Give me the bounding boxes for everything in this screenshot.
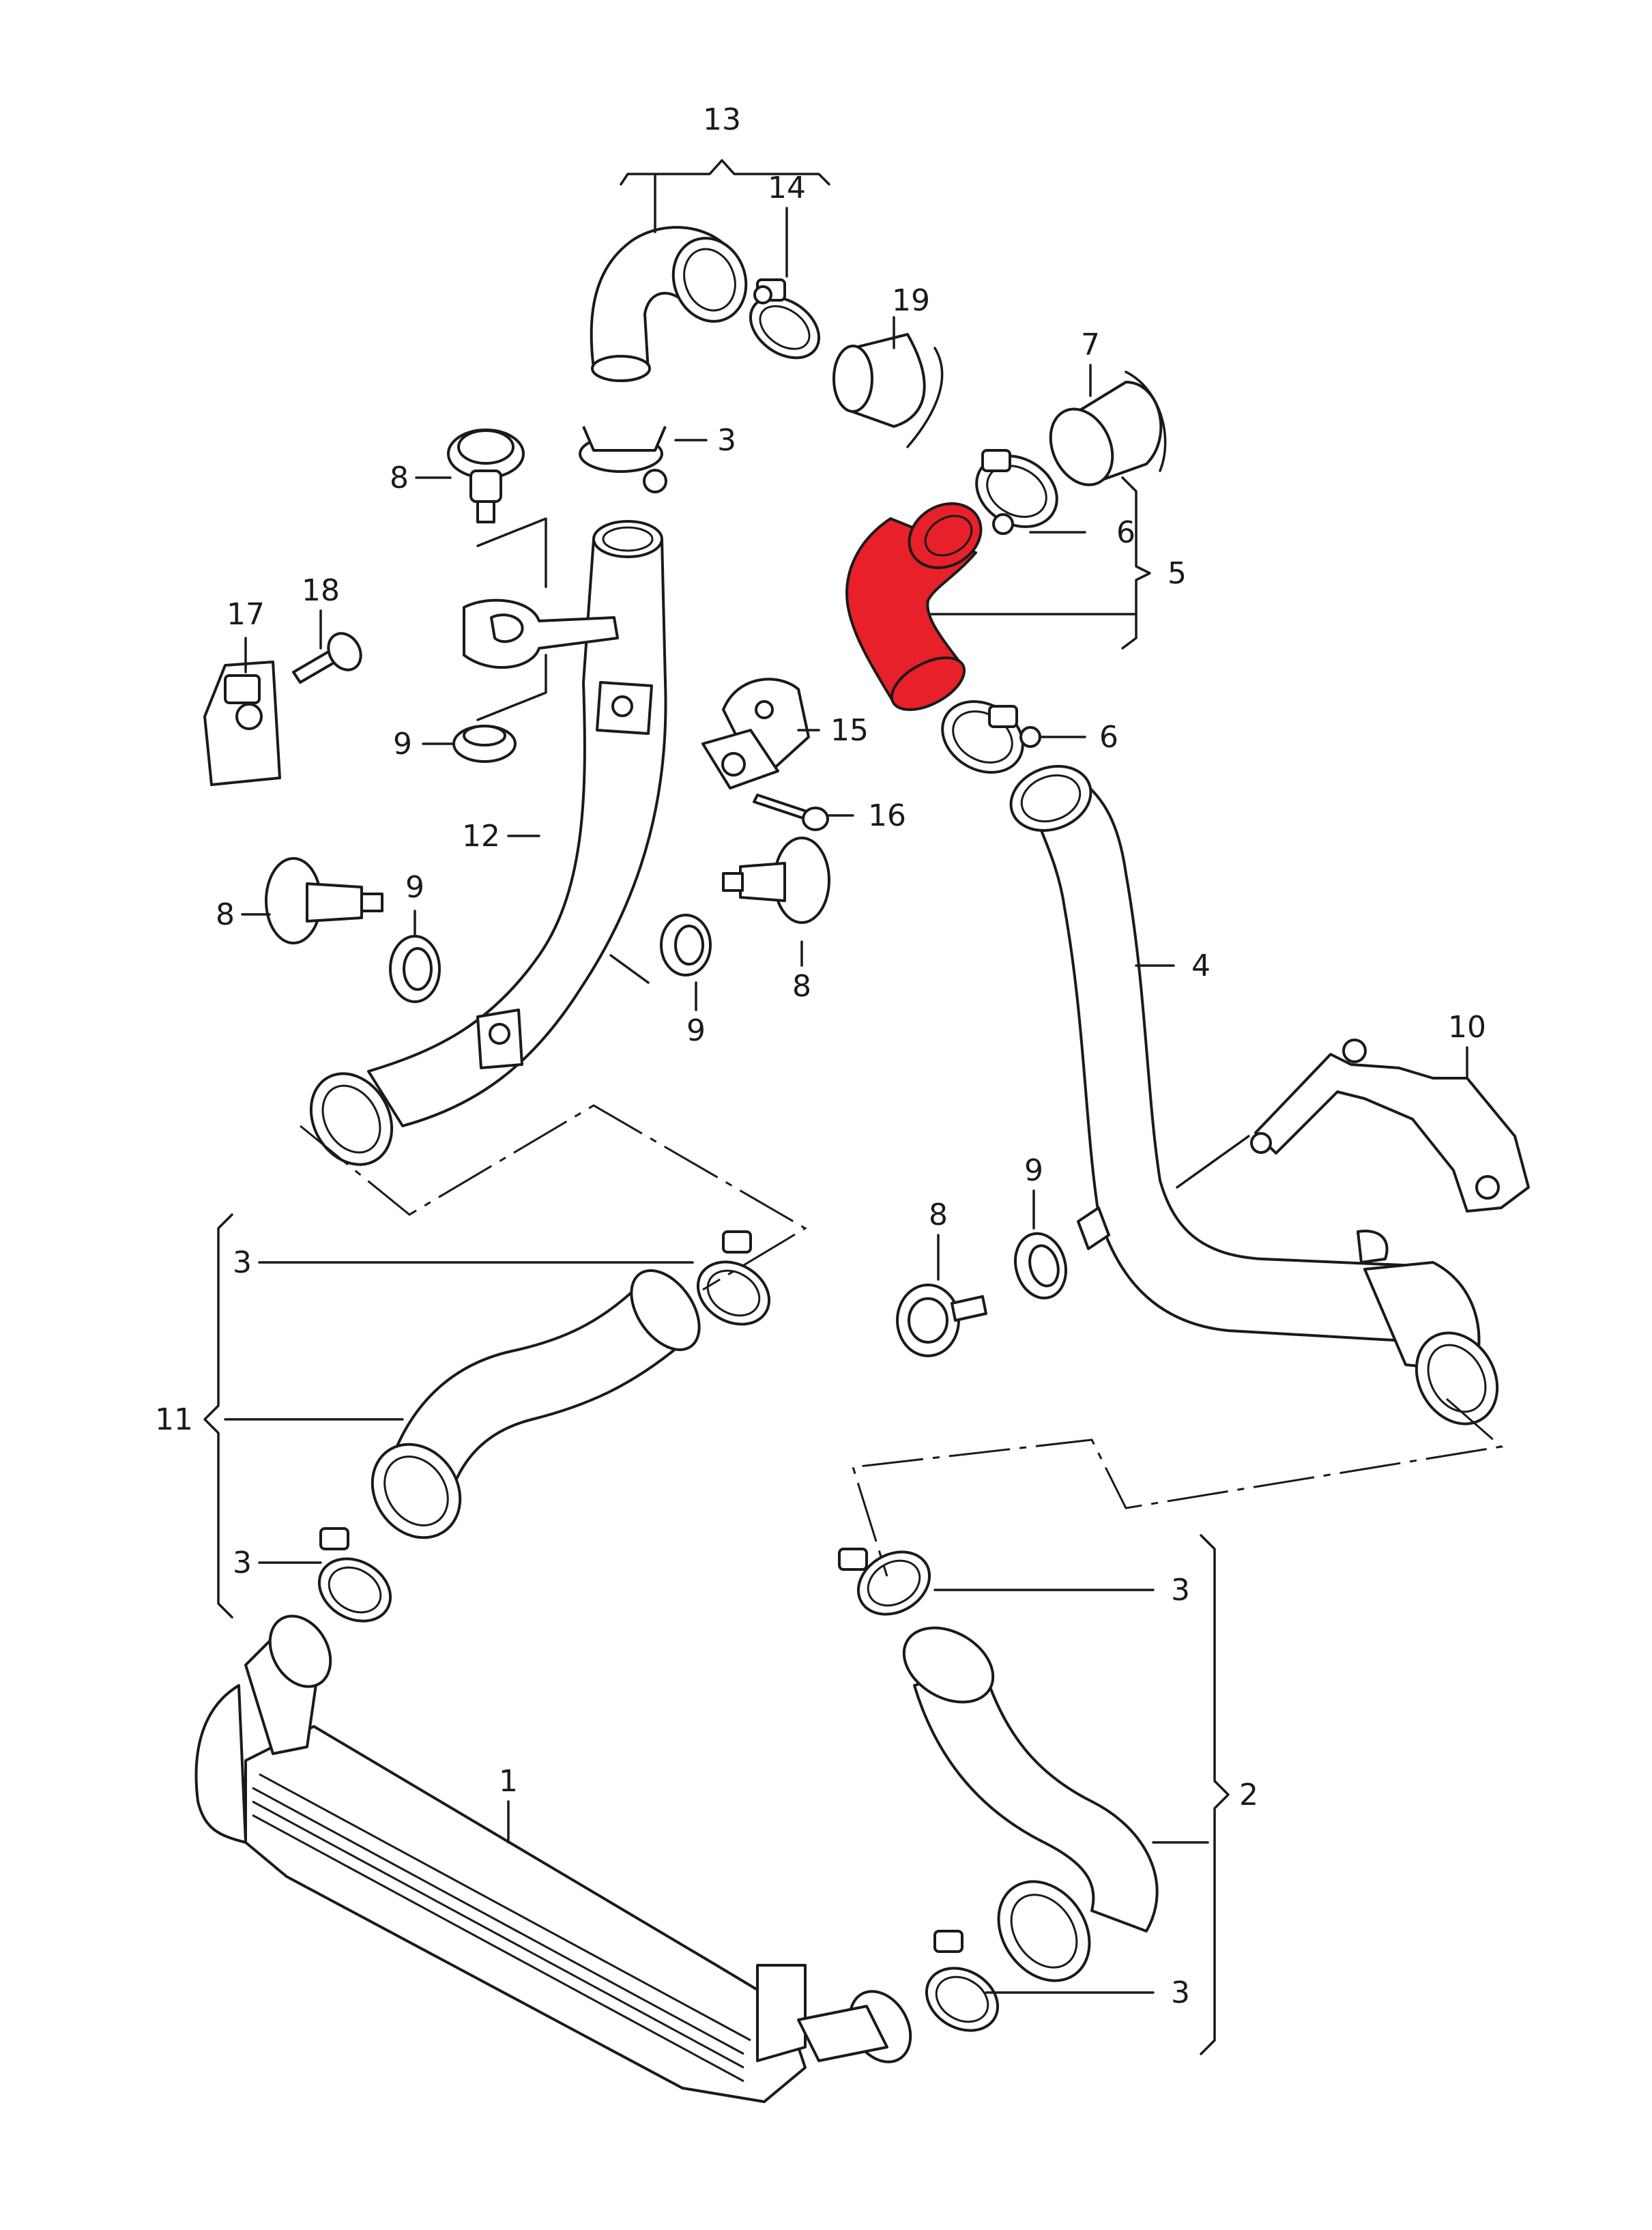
part-13-elbow-hose [590, 226, 748, 382]
callout-16: 16 [868, 798, 906, 833]
connection-guides [300, 1104, 1504, 1577]
part-2-hose [902, 1626, 1159, 1982]
callout-9-mid: 9 [686, 1013, 706, 1048]
callout-2: 2 [1239, 1778, 1258, 1812]
callout-6-lower: 6 [1099, 720, 1118, 755]
part-18-bolt [292, 632, 362, 684]
part-12-charge-air-pipe [309, 520, 667, 1166]
callout-1: 1 [499, 1764, 518, 1799]
callout-4: 4 [1191, 949, 1211, 983]
callout-3-left-top: 3 [233, 1245, 252, 1280]
callout-5: 5 [1168, 556, 1187, 591]
callout-14: 14 [768, 171, 806, 205]
part-16-bolt [753, 794, 829, 831]
callout-8-left: 8 [216, 897, 235, 932]
callout-labels: 13 14 19 3 8 17 18 9 15 16 12 8 9 9 8 7 … [155, 102, 1486, 2010]
part-17-bracket [203, 661, 281, 786]
callout-8-top: 8 [390, 461, 409, 495]
part-3-clamp-upper [579, 426, 667, 493]
callout-3-right-bottom: 3 [1171, 1975, 1190, 2010]
callout-6-upper: 6 [1116, 515, 1135, 550]
part-1-intercooler [194, 1614, 912, 2103]
part-11-hose [371, 1269, 701, 1539]
callout-9-right: 9 [1024, 1153, 1043, 1188]
part-9-grommet-a [452, 725, 517, 763]
callout-15: 15 [830, 713, 869, 748]
callout-9-upper: 9 [393, 727, 412, 762]
part-3-clamp-c [317, 1527, 392, 1623]
callout-7: 7 [1081, 328, 1100, 362]
part-7-pipe-end [1049, 371, 1167, 487]
part-10-bracket [1250, 1039, 1530, 1213]
part-14-hose-clamp [749, 278, 821, 360]
callout-8-mid: 8 [792, 969, 811, 1004]
part-3-clamp-b [696, 1230, 771, 1326]
part-9-grommet-d [1014, 1232, 1067, 1300]
callout-9-left: 9 [405, 870, 424, 905]
part-8-bolt-d [896, 1284, 987, 1357]
part-6-clamp-upper [975, 449, 1058, 535]
callout-12: 12 [462, 819, 500, 854]
callout-13: 13 [703, 102, 741, 137]
callout-3-upper: 3 [717, 423, 736, 458]
part-8-bolt-a [447, 429, 525, 523]
part-3-clamp-d [838, 1548, 931, 1616]
part-15-pressure-sensor [596, 678, 810, 790]
part-5-elbow-hose-highlighted [845, 502, 983, 711]
part-6-clamp-lower [941, 700, 1041, 774]
callout-11: 11 [155, 1402, 193, 1437]
part-8-bolt-c [722, 837, 830, 924]
callout-3-left-bottom: 3 [233, 1546, 252, 1580]
part-19-pipe-stub [832, 333, 944, 448]
part-3-clamp-e [925, 1930, 1000, 2032]
callout-10: 10 [1448, 1010, 1486, 1045]
callout-19: 19 [892, 283, 930, 318]
part-4-charge-air-pipe [1009, 764, 1499, 1425]
part-8-bolt-b [265, 857, 383, 944]
callout-18: 18 [302, 573, 340, 608]
callout-8-right: 8 [929, 1198, 948, 1232]
part-9-grommet-b [389, 935, 441, 1003]
callout-3-right-top: 3 [1171, 1573, 1190, 1608]
callout-17: 17 [227, 597, 265, 632]
leader-lines [203, 159, 1468, 2055]
pipe-bracket [463, 517, 619, 721]
part-9-grommet-c [660, 914, 712, 976]
